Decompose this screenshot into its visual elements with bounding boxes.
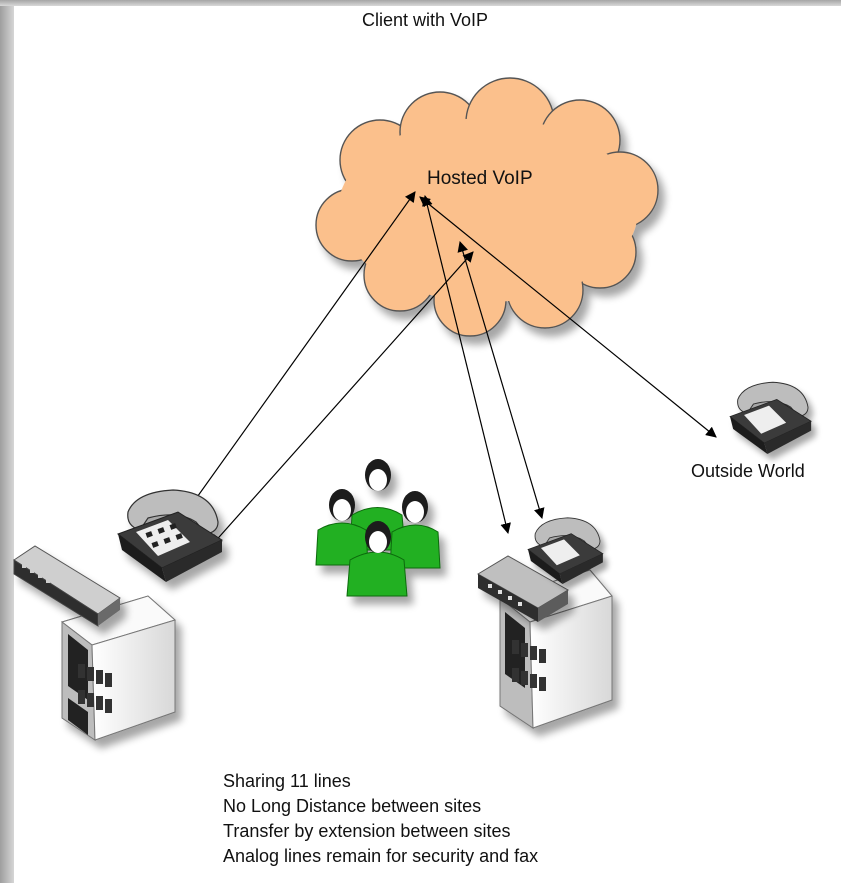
building-icon (60, 595, 177, 741)
router-icon (477, 555, 569, 622)
building-icon (498, 569, 613, 729)
phone-icon (116, 489, 224, 582)
slide-frame-left (0, 0, 14, 883)
outside-world-label: Outside World (691, 461, 805, 481)
note-item: Analog lines remain for security and fax (223, 846, 539, 866)
router-icon (13, 545, 121, 627)
note-item: Sharing 11 lines (223, 771, 351, 791)
note-item: No Long Distance between sites (223, 796, 482, 816)
cloud-icon (315, 77, 659, 337)
diagram-title: Client with VoIP (362, 10, 489, 30)
slide-frame-top (0, 0, 841, 6)
connection-lines (169, 191, 717, 546)
phone-icon (729, 381, 812, 454)
notes-list: Sharing 11 lines No Long Distance betwee… (223, 769, 538, 869)
note-item: Transfer by extension between sites (223, 821, 511, 841)
phone-icon (527, 517, 604, 584)
cloud-label: Hosted VoIP (427, 168, 533, 189)
people-group-icon (315, 459, 441, 597)
connection-outside-world (419, 196, 717, 438)
